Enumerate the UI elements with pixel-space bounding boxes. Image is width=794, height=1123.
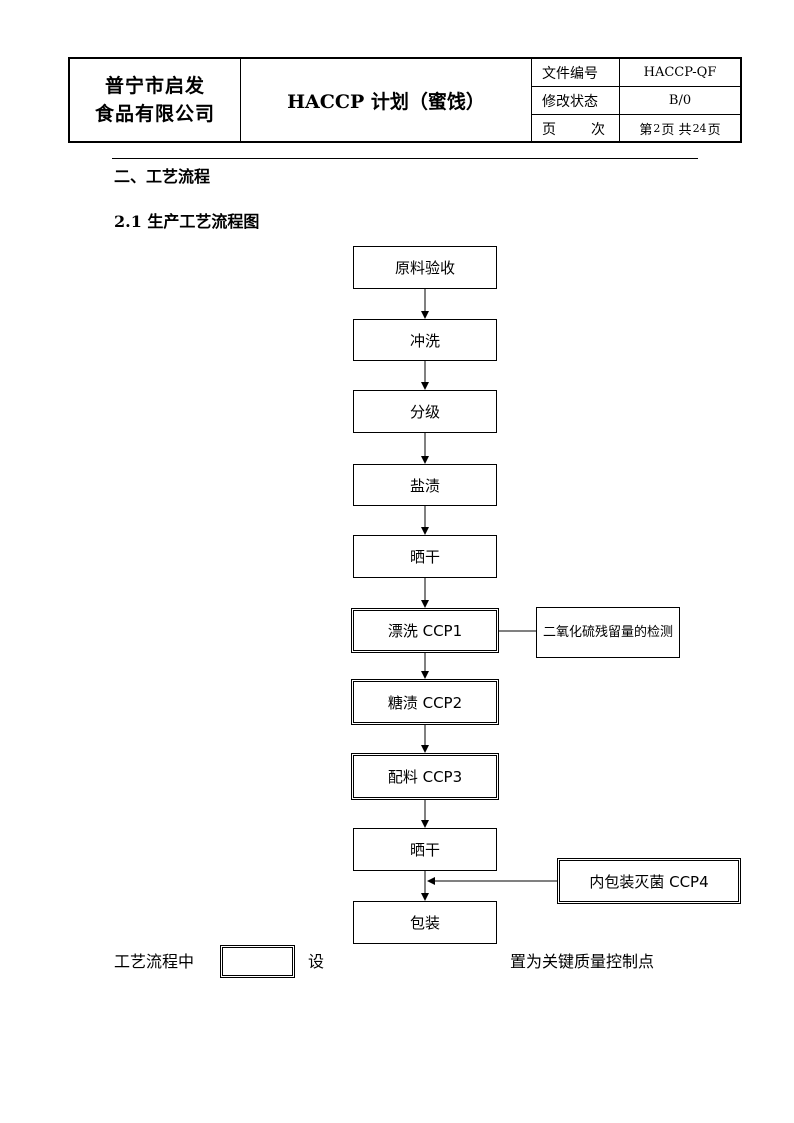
revision-value: B/0: [668, 93, 692, 108]
flow-step-8-ccp3: 配料 CCP3: [351, 753, 499, 800]
page-label: 页 次: [532, 115, 620, 142]
page-prefix: 第: [639, 123, 653, 138]
page-value: 第 2 页 共 24 页: [620, 115, 740, 142]
doc-number-value: HACCP-QF: [643, 65, 717, 80]
legend-prefix: 工艺流程中: [114, 952, 195, 971]
page-label-b: 次: [591, 121, 605, 138]
doc-number-label: 文件编号: [532, 59, 620, 86]
company-name-line1: 普宁市启发: [104, 75, 205, 97]
flow-step-3: 分级: [353, 390, 497, 433]
revision-label: 修改状态: [532, 87, 620, 114]
flow-step-1: 原料验收: [353, 246, 497, 289]
header-divider: [112, 158, 698, 159]
so2-residue-note: 二氧化硫残留量的检测: [536, 607, 680, 658]
page-total: 24: [692, 122, 707, 135]
document-title: HACCP 计划（蜜饯）: [241, 59, 532, 141]
inner-packaging-sterilization-ccp4: 内包装灭菌 CCP4: [557, 858, 741, 904]
page-row: 页 次 第 2 页 共 24 页: [532, 115, 740, 142]
flow-step-7-ccp2: 糖渍 CCP2: [351, 679, 499, 725]
legend-ccp-box-sample: [220, 945, 295, 978]
revision-row: 修改状态 B/0: [532, 87, 740, 115]
flow-step-10: 包装: [353, 901, 497, 944]
doc-number-row: 文件编号 HACCP-QF: [532, 59, 740, 87]
flow-step-6-ccp1: 漂洗 CCP1: [351, 608, 499, 653]
flow-step-4: 盐渍: [353, 464, 497, 506]
page-label-a: 页: [542, 121, 556, 138]
flow-step-5: 晒干: [353, 535, 497, 578]
document-header: 普宁市启发 食品有限公司 HACCP 计划（蜜饯） 文件编号 HACCP-QF …: [68, 57, 742, 143]
section-subheading: 2.1 生产工艺流程图: [114, 212, 260, 231]
company-name: 普宁市启发 食品有限公司: [70, 59, 241, 141]
company-name-line2: 食品有限公司: [94, 103, 215, 125]
page-current: 2: [653, 122, 661, 135]
legend-suffix: 置为关键质量控制点: [510, 952, 655, 971]
flow-step-9: 晒干: [353, 828, 497, 871]
page-suffix: 页: [707, 123, 721, 138]
flow-step-2: 冲洗: [353, 319, 497, 361]
document-meta: 文件编号 HACCP-QF 修改状态 B/0 页 次 第 2 页 共 24 页: [532, 59, 740, 142]
page-mid: 页 共: [661, 123, 692, 138]
section-heading: 二、工艺流程: [114, 167, 211, 186]
legend-middle: 设: [308, 952, 325, 971]
